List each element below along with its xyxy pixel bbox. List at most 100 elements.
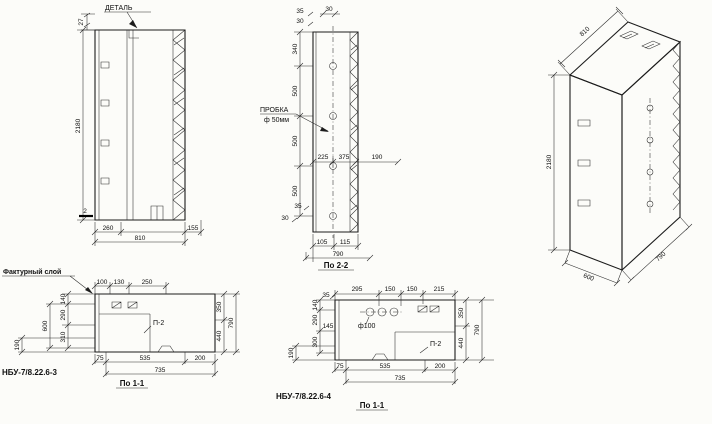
s22-chain-500a: 500 [292,85,299,96]
s11l-bottom-200: 200 [195,355,206,362]
iso-dim-790: 790 [655,250,668,263]
hole-label-leader [365,316,370,325]
key-zigzag-edge [172,29,186,221]
isometric-dimensions: 810 2180 600 790 [546,6,693,287]
plug-hole [646,104,654,112]
iso-dim-810: 810 [579,25,592,38]
s11r-right-350: 350 [458,307,465,318]
section-1-1-left-view: Фактурный слой П-2 140 290 310 600 190 1… [2,268,240,389]
iso-dim-2180: 2180 [546,154,553,169]
s11l-dimensions: Фактурный слой П-2 140 290 310 600 190 1… [2,268,240,389]
plug-hole [646,136,654,144]
part-mark-label: НБУ-7/8.22.6-3 [2,368,58,377]
s11r-bottom-total-735: 735 [395,375,406,382]
embed-plates [111,301,138,309]
s11l-bottom-535: 535 [140,355,151,362]
section-2-2-view: 30 35 30 340 500 500 500 ПРОБКА ф 50мм 2… [260,6,402,271]
s11r-chain-140: 140 [312,299,319,310]
s11r-bottom-200: 200 [435,363,446,370]
bottom-dim-lines [91,352,219,378]
s22-chain-340: 340 [292,43,299,54]
dim-2180-lines [548,71,570,254]
hole-diameter-label: ф100 [358,323,376,330]
panel-outline [94,29,186,221]
right-chain-lines [455,296,494,364]
s22-bottom-total: 790 [333,251,344,258]
s11r-dimensions: ф100 П-2 295 150 150 215 35 140 290 300 … [276,286,494,411]
s11r-top-295: 295 [352,286,363,293]
s11r-bottom-535: 535 [380,363,391,370]
block-right-face [621,40,681,272]
dim-190-lines [18,334,95,356]
left-chain-lines [316,296,335,357]
s11l-bottom-total-735: 735 [155,367,166,374]
s11r-top-150a: 150 [385,286,396,293]
bottom-dim-lines [302,234,374,262]
bottom-dim-lines [91,220,205,246]
plug-hole [646,200,654,208]
s22-mid-225: 225 [318,154,329,161]
elevation-dim-height: 2180 [75,118,82,133]
s11r-top-215: 215 [434,286,445,293]
s11l-left-total-600: 600 [42,320,49,331]
hatch-strokes [173,37,185,196]
elevation-geometry [94,29,186,221]
bottom-key-detail [150,205,164,220]
elevation-dim-155: 155 [188,225,199,232]
s11r-right-440: 440 [458,337,465,348]
bottom-key-notch [371,353,389,361]
insert-p2-leader [143,325,152,334]
insert-p2-label: П-2 [153,320,164,327]
detail-arrowhead-icon [129,20,137,28]
panel-outline [312,31,359,233]
section-cut-number: 2 [83,208,87,215]
bottom-dim-lines [331,360,459,386]
section-1-1-title: По 1-1 [360,401,385,410]
s11l-left-bottom-190: 190 [14,339,21,350]
s22-topleft-dim-35: 35 [296,8,304,15]
plug-hole [646,168,654,176]
inner-edge-lines [126,30,174,220]
s11l-top-250: 250 [142,279,153,286]
s11r-left-small-145: 145 [323,323,334,330]
plug-label-line1: ПРОБКА [260,107,289,114]
section-2-2-dimensions: 30 35 30 340 500 500 500 ПРОБКА ф 50мм 2… [260,6,402,271]
s11l-top-100: 100 [97,279,108,286]
elevation-view: ДЕТАЛЬ 27 2180 260 155 810 2 [75,5,205,246]
plug-hole [329,112,337,120]
plug-label-line2: ф 50мм [264,117,289,124]
s11l-bottom-75: 75 [96,355,104,362]
dim-600-lines [561,249,623,287]
plug-hole [365,307,375,317]
top-small-tick [329,294,336,300]
dim-190-lines [292,342,335,364]
plug-hole [389,307,399,317]
dim-810-lines [557,6,629,76]
isometric-view: 810 2180 600 790 [546,6,693,287]
part-mark-label: НБУ-7/8.22.6-4 [276,392,332,401]
embed-plates [417,305,440,313]
s11r-right-total-790: 790 [474,324,481,335]
texture-arrowhead-icon [85,287,93,294]
elevation-dim-810: 810 [135,235,146,242]
section-2-2-title: По 2-2 [324,261,349,270]
s22-mid-375: 375 [339,154,350,161]
mid-dim-line [309,156,402,168]
s11r-left-bottom-190: 190 [288,347,295,358]
section-2-2-geometry [312,26,359,238]
s11r-top-small-35: 35 [322,292,330,299]
top-corner-detail [128,30,139,39]
elevation-dimensions: ДЕТАЛЬ 27 2180 260 155 810 2 [75,5,205,246]
s22-chain-500c: 500 [292,185,299,196]
block-left-face [569,74,623,271]
s11l-right-total-790: 790 [228,317,235,328]
top-dim-line [319,10,340,18]
s22-chain-500b: 500 [292,135,299,146]
iso-dim-600: 600 [582,272,595,283]
inner-step-lines [99,313,151,352]
s11l-chain-140: 140 [60,293,67,304]
bottom-small-ticks [291,205,310,223]
texture-label-leader [2,275,93,294]
s22-top-dim: 30 [325,6,333,13]
